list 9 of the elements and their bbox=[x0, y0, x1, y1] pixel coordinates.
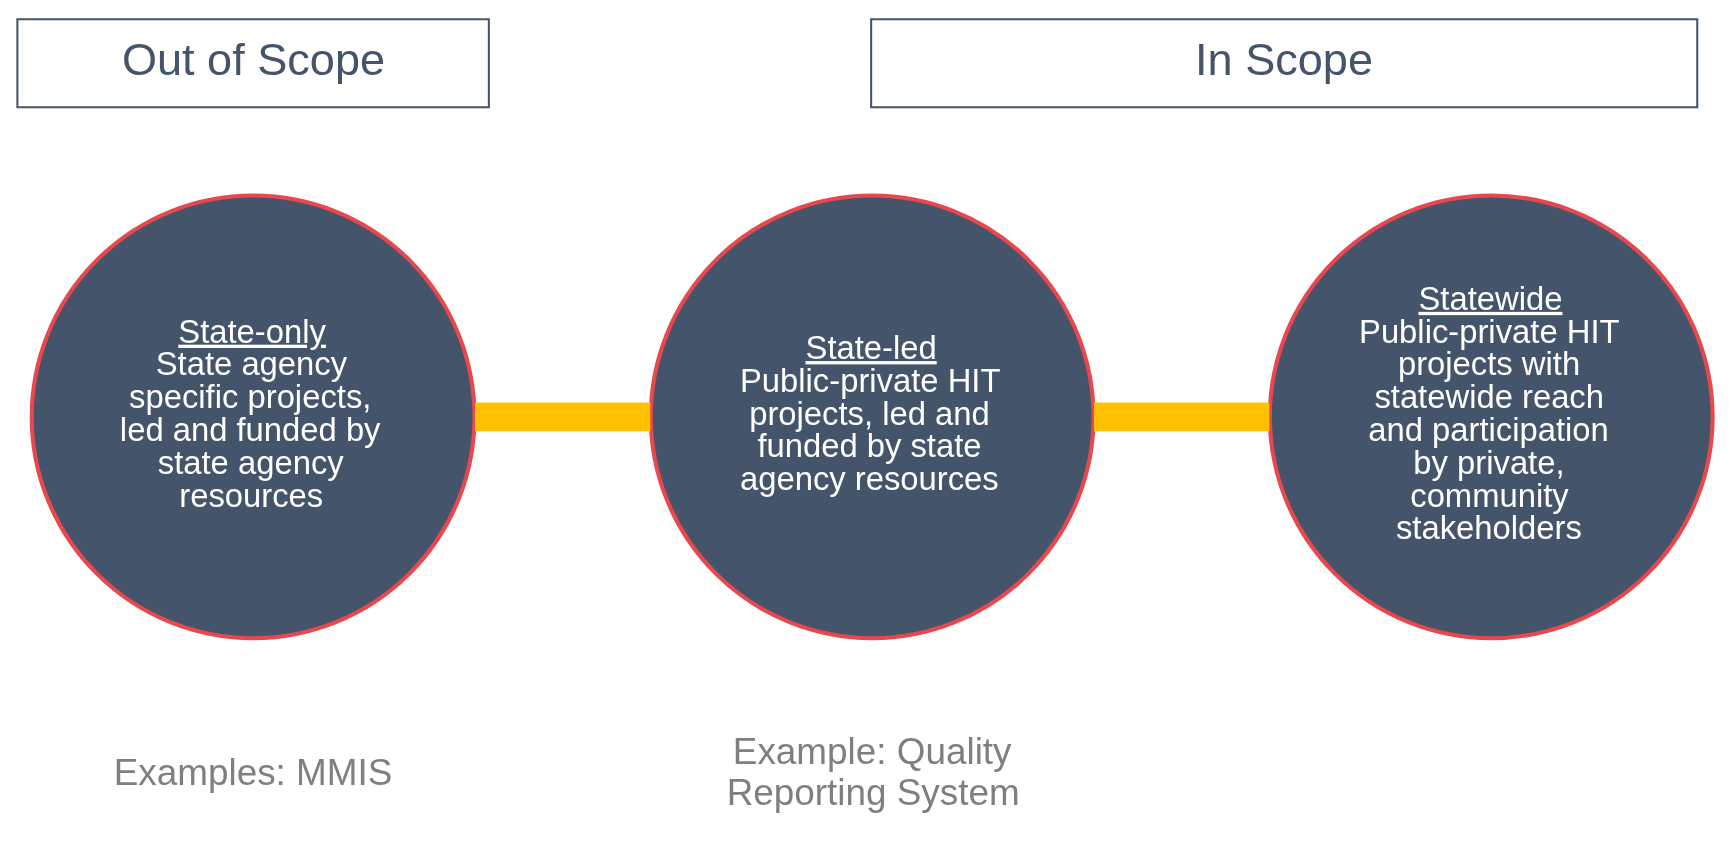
node-box: Out of Scope bbox=[15, 18, 490, 109]
connector bbox=[474, 402, 650, 432]
connector bbox=[1093, 402, 1269, 432]
node-circle: State-only State agency specific projects, led and funded by state agency resources bbox=[29, 193, 477, 641]
node-circle: Statewide Public-private HIT projects with statewide reach and participation by private, community stakeholders bbox=[1267, 193, 1715, 641]
node-label: Examples: MMIS bbox=[113, 751, 392, 793]
node-circle: State-led Public-private HIT projects, led and funded by state agency resources bbox=[648, 193, 1096, 641]
node-label: Example: Quality Reporting System bbox=[726, 731, 1020, 814]
node-box: In Scope bbox=[869, 18, 1698, 109]
